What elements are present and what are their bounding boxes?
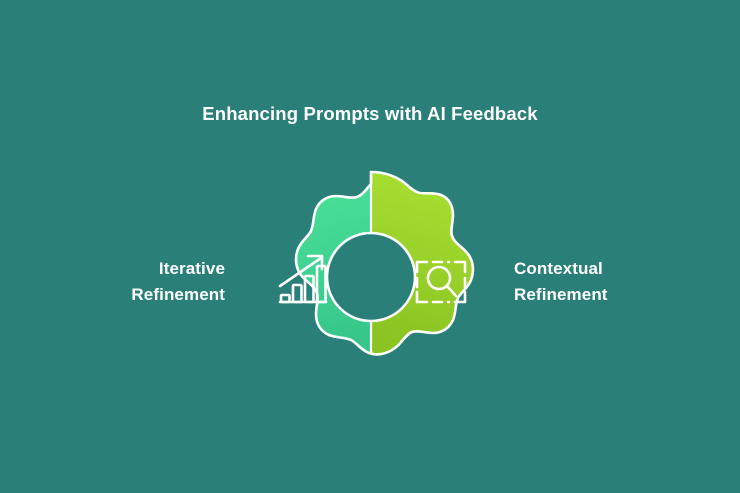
bar-chart-growth-icon	[278, 254, 328, 304]
page-title: Enhancing Prompts with AI Feedback	[202, 103, 538, 124]
right-stage-label: Contextual Refinement	[514, 256, 720, 308]
left-stage-label-line1: Iterative	[158, 259, 225, 278]
left-stage-label: Iterative Refinement	[20, 256, 225, 308]
scan-search-icon	[415, 260, 467, 304]
right-stage-label-line1: Contextual	[514, 259, 603, 278]
gear-diagram	[252, 166, 490, 388]
right-stage-label-line2: Refinement	[514, 285, 608, 304]
left-stage-label-line2: Refinement	[131, 285, 225, 304]
gear-hub	[325, 231, 417, 323]
gear-graphic	[278, 170, 475, 356]
